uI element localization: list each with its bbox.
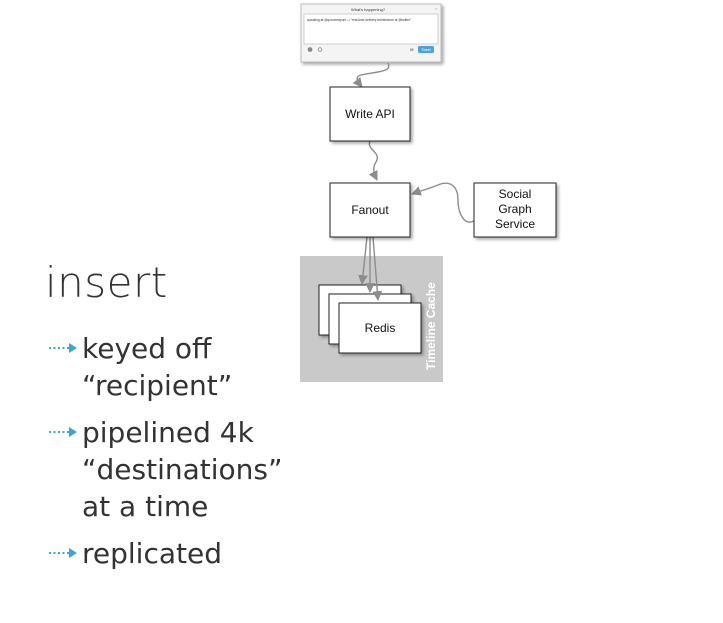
bullet-text: pipelined 4k bbox=[82, 416, 254, 449]
connectors bbox=[352, 62, 475, 301]
redis-box-front bbox=[338, 302, 422, 354]
timeline-cache-label: Timeline Cache bbox=[424, 282, 438, 370]
social-graph-label-line-3: Service bbox=[495, 217, 535, 231]
timeline-cache-panel: Timeline Cache Redis bbox=[300, 256, 443, 382]
bullet-text: keyed off bbox=[82, 332, 212, 365]
write-api-label: Write API bbox=[345, 107, 395, 121]
bullet-list: keyed off “recipient” pipelined 4k “dest… bbox=[48, 330, 282, 582]
bullet-pipelined-destinations: pipelined 4k “destinations” at a time bbox=[48, 414, 282, 525]
tweet-button[interactable] bbox=[418, 46, 434, 53]
bullet-replicated: replicated bbox=[48, 535, 282, 572]
arrow-right-icon bbox=[49, 548, 77, 558]
fanout-node: Fanout bbox=[329, 182, 411, 238]
social-graph-label-line-2: Graph bbox=[498, 202, 531, 216]
social-graph-label-line-1: Social bbox=[499, 187, 532, 201]
arrow-socialgraph-to-fanout bbox=[411, 182, 475, 223]
arrow-fanout-to-redis-1 bbox=[358, 236, 368, 285]
redis-label: Redis bbox=[365, 321, 396, 335]
tweet-compose-box: What's happening? × speaking at @qconnew… bbox=[300, 3, 442, 63]
location-icon[interactable] bbox=[317, 47, 323, 52]
char-counter: 69 bbox=[410, 48, 414, 52]
tweet-textarea[interactable] bbox=[303, 13, 439, 45]
camera-icon[interactable] bbox=[307, 47, 313, 52]
bullet-keyed-off-recipient: keyed off “recipient” bbox=[48, 330, 282, 404]
social-graph-service-node: Social Graph Service bbox=[473, 182, 557, 238]
slide-title: insert bbox=[45, 258, 168, 307]
arrow-writeapi-to-fanout bbox=[368, 140, 378, 181]
write-api-node: Write API bbox=[329, 86, 411, 142]
bullet-text: “destinations” bbox=[82, 453, 283, 486]
fanout-label: Fanout bbox=[351, 203, 389, 217]
arrow-right-icon bbox=[49, 427, 77, 437]
arrow-right-icon bbox=[49, 343, 77, 353]
tweet-button-label: Tweet bbox=[421, 48, 430, 52]
close-icon[interactable]: × bbox=[435, 6, 438, 11]
arrow-tweet-to-writeapi bbox=[352, 62, 390, 88]
tweet-text: speaking at @qconnewyork -> "real-time d… bbox=[307, 18, 411, 22]
arrow-fanout-to-redis-3 bbox=[372, 236, 383, 301]
bullet-text: replicated bbox=[82, 537, 222, 570]
bullet-text: “recipient” bbox=[82, 369, 233, 402]
tweet-box-title: What's happening? bbox=[351, 7, 386, 12]
bullet-text: at a time bbox=[82, 490, 209, 523]
